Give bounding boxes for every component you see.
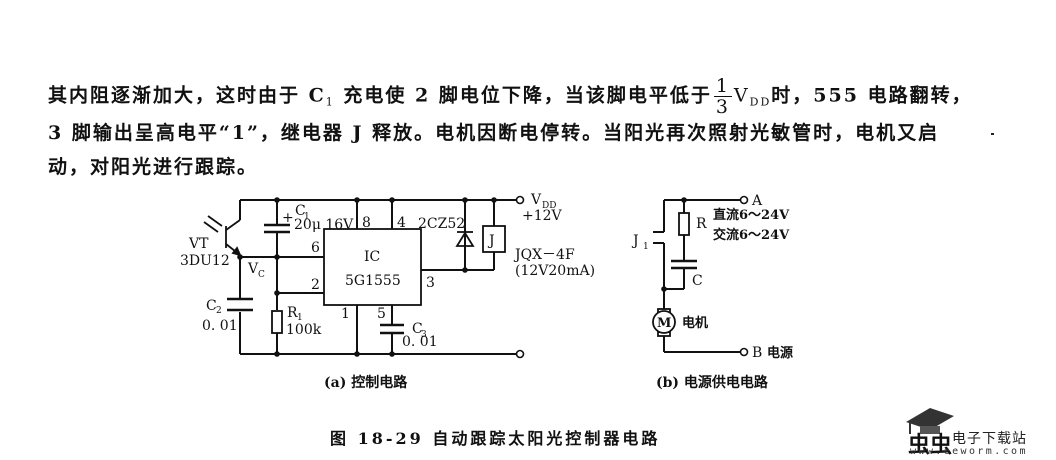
r1-value: 100k bbox=[286, 322, 322, 338]
c2-label: C bbox=[206, 298, 217, 314]
terminal-b-label: B bbox=[752, 345, 762, 361]
c2-value: 0. 01 bbox=[202, 318, 238, 334]
watermark-text: 电子下载站 bbox=[952, 431, 1027, 447]
svg-text:虫: 虫 bbox=[908, 432, 930, 458]
caption-a: (a) 控制电路 bbox=[324, 375, 408, 391]
relay-model: JQX－4F bbox=[513, 247, 575, 263]
capacitor-c-icon bbox=[671, 259, 697, 270]
vdd-symbol: V bbox=[733, 84, 750, 107]
terminal-vdd bbox=[515, 195, 525, 205]
c1-sub: 1 bbox=[304, 212, 310, 222]
ic-model: 5G1555 bbox=[345, 273, 401, 289]
motor-symbol: M bbox=[657, 316, 671, 331]
c-label: C bbox=[692, 273, 703, 289]
pin-2: 2 bbox=[311, 277, 320, 293]
relay-label: J bbox=[487, 233, 495, 249]
line1-text-a: 其内阻逐渐加大，这时由于 C bbox=[48, 84, 326, 107]
watermark-logo: 虫 虫 电子下载站 www.eeworm.com bbox=[900, 400, 1056, 460]
graduation-cap-icon: 虫 虫 bbox=[906, 408, 954, 458]
c3-sub: 3 bbox=[421, 330, 427, 340]
fraction-numerator: 1 bbox=[713, 75, 732, 97]
pin-5: 5 bbox=[377, 306, 386, 322]
terminal-a-label: A bbox=[751, 193, 763, 209]
vdd-value: +12V bbox=[522, 208, 563, 224]
line1-text-b: 充电使 2 脚电位下降，当该脚电平低于 bbox=[334, 84, 712, 107]
figure-title: 图 18-29 自动跟踪太阳光控制器电路 bbox=[330, 429, 661, 448]
pin-6: 6 bbox=[311, 240, 320, 256]
watermark-url: www.eeworm.com bbox=[910, 446, 1028, 457]
relay-j-coil bbox=[482, 225, 506, 253]
paragraph-line-2: 3 脚输出呈高电平“1”，继电器 J 释放。电机因断电停转。当阳光再次照射光敏管… bbox=[48, 122, 940, 144]
relay-spec: (12V20mA) bbox=[515, 263, 595, 279]
vt-label: VT bbox=[188, 236, 209, 252]
pin-3: 3 bbox=[426, 275, 435, 291]
c3-label: C bbox=[412, 321, 423, 337]
j1-sub: 1 bbox=[643, 242, 649, 252]
resistor-r1-icon bbox=[271, 310, 283, 334]
line1-text-c: 时，555 电路翻转， bbox=[771, 84, 973, 107]
ac-range: 交流6～24V bbox=[713, 227, 790, 243]
diode-model: 2CZ52 bbox=[418, 216, 465, 232]
vt-model: 3DU12 bbox=[180, 253, 230, 269]
r1-sub: 1 bbox=[297, 313, 303, 323]
dc-range: 直流6～24V bbox=[713, 207, 790, 223]
r1-label: R bbox=[287, 305, 298, 321]
terminal-a bbox=[739, 195, 749, 205]
resistor-r-icon bbox=[678, 212, 690, 236]
motor-m-icon bbox=[652, 308, 676, 337]
r-label: R bbox=[696, 216, 707, 232]
circuit-a-wires bbox=[239, 199, 516, 355]
capacitor-c1-icon bbox=[264, 223, 290, 234]
caption-b: (b) 电源供电电路 bbox=[656, 375, 768, 391]
ic-555-chip bbox=[323, 228, 422, 306]
c2-sub: 2 bbox=[216, 306, 222, 316]
c1-subscript: 1 bbox=[325, 95, 335, 109]
pin-1: 1 bbox=[341, 306, 350, 322]
capacitor-c2-icon bbox=[227, 297, 253, 312]
capacitor-c3-icon bbox=[380, 323, 404, 335]
power-label: 电源 bbox=[767, 345, 793, 361]
svg-text:虫: 虫 bbox=[930, 432, 952, 458]
vdd-label: V bbox=[530, 192, 542, 208]
terminal-b bbox=[739, 347, 749, 357]
fraction-denominator: 3 bbox=[715, 96, 730, 118]
diode-2cz52-icon bbox=[455, 231, 475, 247]
c3-value: 0. 01 bbox=[402, 334, 438, 350]
c1-label: C bbox=[295, 203, 306, 219]
relay-contact-j1-icon bbox=[653, 231, 664, 244]
pin-8: 8 bbox=[362, 215, 371, 231]
vc-sub: C bbox=[258, 270, 265, 280]
ic-label: IC bbox=[364, 249, 380, 265]
c1-value: 20μ 16V bbox=[294, 217, 354, 233]
terminal-ground bbox=[515, 349, 525, 359]
j1-label: J bbox=[631, 233, 639, 249]
phototransistor-vt-icon bbox=[203, 215, 242, 257]
c1-plus: + bbox=[282, 210, 294, 226]
motor-label: 电机 bbox=[682, 315, 708, 331]
junction-dots-a bbox=[237, 197, 497, 357]
stray-mark bbox=[991, 133, 994, 135]
paragraph-line-3: 动，对阳光进行跟踪。 bbox=[48, 156, 259, 178]
vdd-sub: DD bbox=[542, 201, 556, 211]
vc-label: V bbox=[247, 261, 259, 277]
pin-4: 4 bbox=[397, 215, 406, 231]
junction-dots-b bbox=[661, 197, 687, 292]
vdd-subscript: DD bbox=[749, 95, 772, 109]
